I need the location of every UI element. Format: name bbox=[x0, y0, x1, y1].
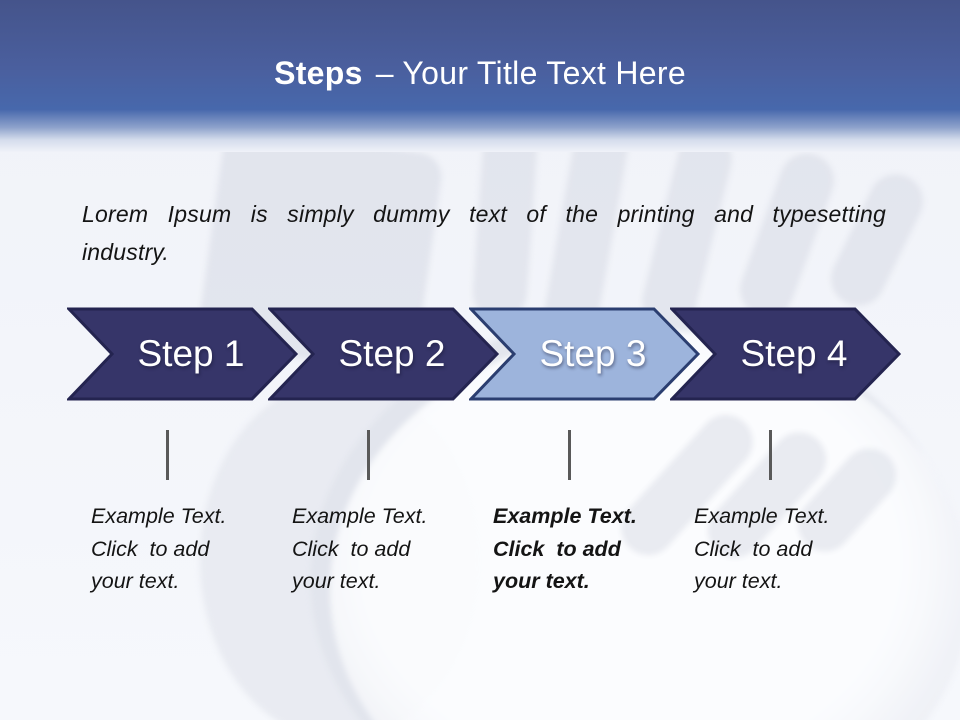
header-band: Steps – Your Title Text Here bbox=[0, 0, 960, 152]
intro-line-2: industry. bbox=[82, 239, 170, 265]
chevron-arrow-shape bbox=[268, 307, 500, 401]
caption-line: your text. bbox=[694, 569, 783, 593]
caption-line: Click to add bbox=[292, 536, 411, 561]
step-caption[interactable]: Example Text. Click to add your text. bbox=[694, 500, 854, 598]
chevron-arrow-shape bbox=[670, 307, 902, 401]
step-label: Step 3 bbox=[539, 333, 647, 374]
caption-line: Example Text. bbox=[91, 504, 227, 528]
caption-line: Example Text. bbox=[694, 504, 830, 528]
step-column-2: Step 2 Example Text. Click to add your tex… bbox=[268, 306, 500, 606]
chevron-arrow-shape bbox=[67, 307, 299, 401]
caption-line: your text. bbox=[493, 569, 590, 593]
step-column-3: Step 3 Example Text. Click to add your tex… bbox=[469, 306, 701, 606]
step-caption[interactable]: Example Text. Click to add your text. bbox=[493, 500, 653, 598]
step-caption[interactable]: Example Text. Click to add your text. bbox=[91, 500, 251, 598]
step-2-chevron[interactable]: Step 2 bbox=[268, 306, 500, 402]
caption-line: Example Text. bbox=[292, 504, 428, 528]
step-1-chevron[interactable]: Step 1 bbox=[67, 306, 299, 402]
step-caption[interactable]: Example Text. Click to add your text. bbox=[292, 500, 452, 598]
caption-line: Click to add bbox=[493, 536, 621, 561]
chevron-arrow-shape bbox=[469, 307, 701, 401]
connector-line bbox=[769, 430, 772, 480]
connector-line bbox=[568, 430, 571, 480]
step-column-4: Step 4 Example Text. Click to add your tex… bbox=[670, 306, 902, 606]
slide-title[interactable]: Steps – Your Title Text Here bbox=[0, 55, 960, 92]
slide-title-rest: – Your Title Text Here bbox=[375, 55, 686, 91]
caption-line: Click to add bbox=[91, 536, 210, 561]
intro-line-1: Lorem Ipsum is simply dummy text of the … bbox=[82, 201, 886, 227]
slide-title-keyword: Steps bbox=[274, 55, 363, 91]
step-column-1: Step 1 Example Text. Click to add your tex… bbox=[67, 306, 299, 606]
step-3-chevron[interactable]: Step 3 bbox=[469, 306, 701, 402]
caption-line: your text. bbox=[292, 569, 381, 593]
step-label: Step 2 bbox=[338, 333, 446, 374]
connector-line bbox=[166, 430, 169, 480]
intro-text[interactable]: Lorem Ipsum is simply dummy text of the … bbox=[82, 195, 886, 271]
step-4-chevron[interactable]: Step 4 bbox=[670, 306, 902, 402]
caption-line: Example Text. bbox=[493, 504, 637, 528]
connector-line bbox=[367, 430, 370, 480]
caption-line: your text. bbox=[91, 569, 180, 593]
caption-line: Click to add bbox=[694, 536, 813, 561]
step-label: Step 1 bbox=[137, 333, 245, 374]
step-label: Step 4 bbox=[740, 333, 848, 374]
